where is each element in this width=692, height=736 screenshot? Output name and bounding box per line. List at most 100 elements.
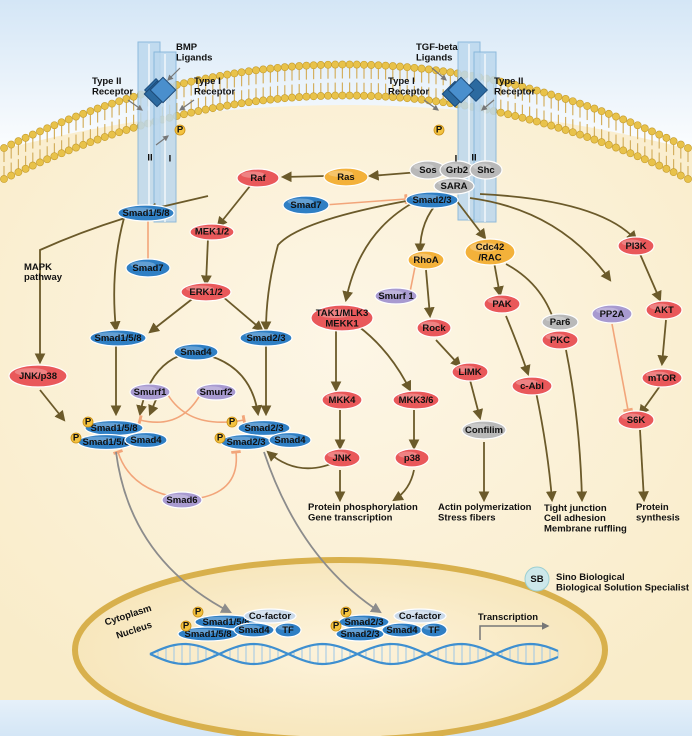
node-shape-complex2-smad23-a: [237, 419, 291, 437]
node-label-smad7-left: Smad7: [132, 263, 163, 274]
phosphate-label: P: [217, 432, 224, 443]
node-label-jnk: JNK: [332, 453, 351, 464]
node-nuc1-tf: TF: [274, 622, 302, 638]
phosphate-marker: P: [82, 416, 94, 428]
phosphate-label: P: [195, 606, 202, 617]
edge-tak-mkk36: [357, 325, 411, 392]
node-mkk4: MKK4: [321, 390, 363, 410]
node-shape-smad23-top: [405, 191, 459, 209]
edge-to-pp2a: [469, 197, 612, 282]
node-smurf2: Smurf2: [195, 383, 237, 401]
node-shape-cdc42-rac: [464, 238, 516, 266]
node-nuc1-cofactor: Co-factor: [243, 608, 297, 624]
node-label-smurf2: Smurf2: [200, 387, 233, 398]
pointer-receptor-left: [155, 135, 169, 146]
node-pak: PAK: [483, 294, 521, 314]
bmp-receptor-complex: [137, 41, 177, 223]
node-label-pi3k: PI3K: [625, 241, 646, 252]
inhibition-edge: [611, 323, 633, 413]
phosphate-label: P: [183, 620, 190, 631]
edge-rhoa-rock: [423, 269, 435, 319]
node-label-smad23-top: Smad2/3: [412, 195, 451, 206]
node-label-mkk36: MKK3/6: [399, 395, 434, 406]
node-label-cdc42-rac: Cdc42/RAC: [476, 242, 505, 263]
edge-rock-limk: [435, 339, 462, 368]
node-label-p38: p38: [404, 453, 420, 464]
node-label-complex2-smad23-a: Smad2/3: [244, 423, 283, 434]
node-shape-sara: [433, 177, 475, 195]
node-shape-smad6: [161, 491, 203, 509]
node-shape-complex2-smad4: [268, 431, 312, 449]
node-shc: Shc: [469, 160, 503, 180]
node-label-pkc: PKC: [550, 335, 570, 346]
node-shape-smad4-mid: [173, 343, 219, 361]
node-shape-nuc2-cofactor: [393, 608, 447, 624]
node-smurf1-rhoa: Smurf 1: [374, 287, 418, 305]
edge-erk-smad23: [221, 295, 264, 332]
node-cdc42-rac: Cdc42/RAC: [464, 238, 516, 266]
pointer-bmp: [167, 67, 181, 81]
edge-mapk-jnkp38: [34, 217, 126, 365]
phosphate-label: P: [85, 416, 92, 427]
node-shape-erk12: [180, 282, 232, 302]
node-shape-par6: [541, 313, 579, 331]
edge-complex1-nucleus: [115, 451, 232, 613]
node-shape-smurf1: [129, 383, 171, 401]
node-label-nuc1-smad4: Smad4: [238, 625, 270, 636]
node-label-nuc1-cofactor: Co-factor: [249, 611, 292, 622]
edge-raf-mek: [216, 185, 251, 228]
node-label-smad158-mid: Smad1/5/8: [95, 333, 142, 344]
node-shape-nuc1-smad4: [233, 622, 275, 638]
node-mtor: mTOR: [641, 368, 683, 388]
roman-I-left: I: [169, 154, 172, 165]
phosphate-label: P: [343, 606, 350, 617]
edge-erk-smad158: [148, 295, 197, 334]
node-label-nuc1-smad158-a: Smad1/5/8: [203, 617, 250, 628]
phosphate-marker: P: [340, 606, 352, 618]
node-shape-mkk36: [392, 390, 440, 410]
phosphate-marker: P: [174, 124, 186, 136]
node-shape-jnk: [323, 448, 361, 468]
node-shape-rhoa: [407, 250, 445, 270]
node-smad6: Smad6: [161, 491, 203, 509]
node-label-nuc1-smad158-b: Smad1/5/8: [185, 629, 232, 640]
node-shape-smad158-top: [117, 204, 175, 222]
node-shape-p38: [394, 448, 430, 468]
node-pi3k: PI3K: [617, 236, 655, 256]
node-pkc: PKC: [541, 330, 579, 350]
node-label-smad4-mid: Smad4: [180, 347, 212, 358]
edge-jnkp38-complex: [39, 389, 66, 422]
node-raf: Raf: [236, 168, 280, 188]
node-label-complex1-smad158-b: Smad1/5/8: [83, 437, 130, 448]
node-smad23-mid: Smad2/3: [239, 329, 293, 347]
node-nuc1-smad4: Smad4: [233, 622, 275, 638]
node-erk12: ERK1/2: [180, 282, 232, 302]
logo-text: Sino Biological: [556, 572, 625, 583]
node-label-akt: AKT: [654, 305, 674, 316]
node-shape-mtor: [641, 368, 683, 388]
phosphate-label: P: [177, 124, 184, 135]
node-rhoa: RhoA: [407, 250, 445, 270]
inhibition-edge: [137, 394, 201, 426]
roman-II-right: II: [471, 153, 476, 164]
node-pp2a: PP2A: [591, 304, 633, 324]
node-complex1-smad158-a: Smad1/5/8: [84, 419, 144, 437]
node-label-c-abl: c-Abl: [520, 381, 544, 392]
roman-I-right: I: [455, 154, 458, 165]
node-shape-pi3k: [617, 236, 655, 256]
edge-cabl-out: [535, 391, 557, 503]
node-mek12: MEK1/2: [189, 223, 235, 241]
phosphate-marker: P: [226, 416, 238, 428]
